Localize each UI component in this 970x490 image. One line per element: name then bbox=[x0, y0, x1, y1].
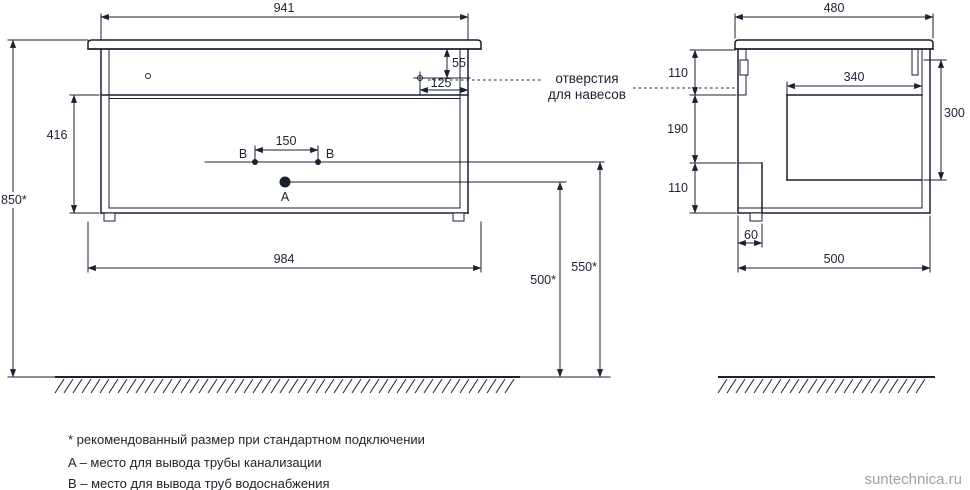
dim-500-star-label: 500* bbox=[530, 273, 556, 287]
dim-500-star: 500* bbox=[530, 181, 564, 378]
side-hanger-bracket bbox=[739, 59, 749, 76]
outlet-b-left-label: B bbox=[239, 147, 247, 161]
dim-60: 60 bbox=[737, 215, 763, 273]
outlet-points: B B A bbox=[204, 147, 605, 204]
dim-416: 416 bbox=[47, 94, 100, 214]
dim-550-star-label: 550* bbox=[571, 260, 597, 274]
dim-941-label: 941 bbox=[274, 1, 295, 15]
dim-340: 340 bbox=[786, 70, 923, 96]
hanger-holes-note-line2: для навесов bbox=[548, 87, 626, 102]
hanger-holes-note: отверстия для навесов bbox=[428, 71, 736, 102]
dim-340-label: 340 bbox=[844, 70, 865, 84]
dim-500: 500 bbox=[737, 215, 931, 273]
dim-850: 850* bbox=[0, 39, 89, 378]
footnotes: * рекомендованный размер при стандартном… bbox=[68, 432, 425, 490]
outlet-b-right-dot bbox=[315, 159, 321, 165]
footnote-point-b: B – место для вывода труб водоснабжения bbox=[68, 476, 330, 490]
dim-60-label: 60 bbox=[744, 228, 758, 242]
dim-110-top-label: 110 bbox=[668, 66, 688, 80]
watermark: suntechnica.ru bbox=[864, 471, 962, 488]
dim-550-star: 550* bbox=[571, 161, 604, 378]
side-foot bbox=[749, 212, 763, 222]
footnote-size-recommendation: * рекомендованный размер при стандартном… bbox=[68, 432, 425, 447]
side-body-outline bbox=[737, 48, 931, 222]
dim-125-label: 125 bbox=[431, 76, 452, 90]
front-foot-left bbox=[103, 212, 116, 222]
outlet-b-right-label: B bbox=[326, 147, 334, 161]
floor-hatch-right bbox=[717, 378, 926, 394]
dim-150: 150 bbox=[254, 134, 319, 160]
dim-850-label: 850* bbox=[1, 193, 27, 207]
dim-500-label: 500 bbox=[824, 252, 845, 266]
front-foot-right bbox=[452, 212, 465, 222]
floor-hatch-left bbox=[54, 378, 515, 394]
hanger-hole-left bbox=[145, 73, 151, 79]
dim-300: 300 bbox=[923, 59, 965, 181]
footnote-point-a: A – место для вывода трубы канализации bbox=[68, 455, 322, 470]
dim-chain-left: 110 190 110 bbox=[667, 49, 737, 214]
side-drawer-rail bbox=[911, 48, 919, 76]
outlet-a-dot bbox=[279, 176, 291, 188]
side-view: 480 110 190 110 340 300 bbox=[667, 1, 965, 273]
dim-55-label: 55 bbox=[452, 56, 466, 70]
dim-55: 55 bbox=[423, 48, 471, 79]
hanger-holes-note-line1: отверстия bbox=[555, 71, 618, 86]
side-countertop bbox=[734, 39, 934, 50]
dim-984-label: 984 bbox=[274, 252, 295, 266]
dim-190-label: 190 bbox=[667, 122, 688, 136]
front-body-outline bbox=[100, 48, 469, 222]
dim-480-label: 480 bbox=[824, 1, 845, 15]
dim-150-label: 150 bbox=[276, 134, 297, 148]
dim-300-label: 300 bbox=[944, 106, 965, 120]
floor bbox=[54, 376, 935, 394]
front-countertop bbox=[87, 39, 482, 50]
dim-480: 480 bbox=[734, 1, 934, 39]
dim-110-bottom-label: 110 bbox=[668, 181, 688, 195]
outlet-a-label: A bbox=[281, 190, 290, 204]
front-view: 941 55 125 416 850* bbox=[0, 1, 736, 378]
dim-125: 125 bbox=[419, 76, 469, 95]
dim-941: 941 bbox=[100, 1, 469, 41]
outlet-b-left-dot bbox=[252, 159, 258, 165]
dim-416-label: 416 bbox=[47, 128, 68, 142]
dim-984: 984 bbox=[87, 221, 482, 273]
